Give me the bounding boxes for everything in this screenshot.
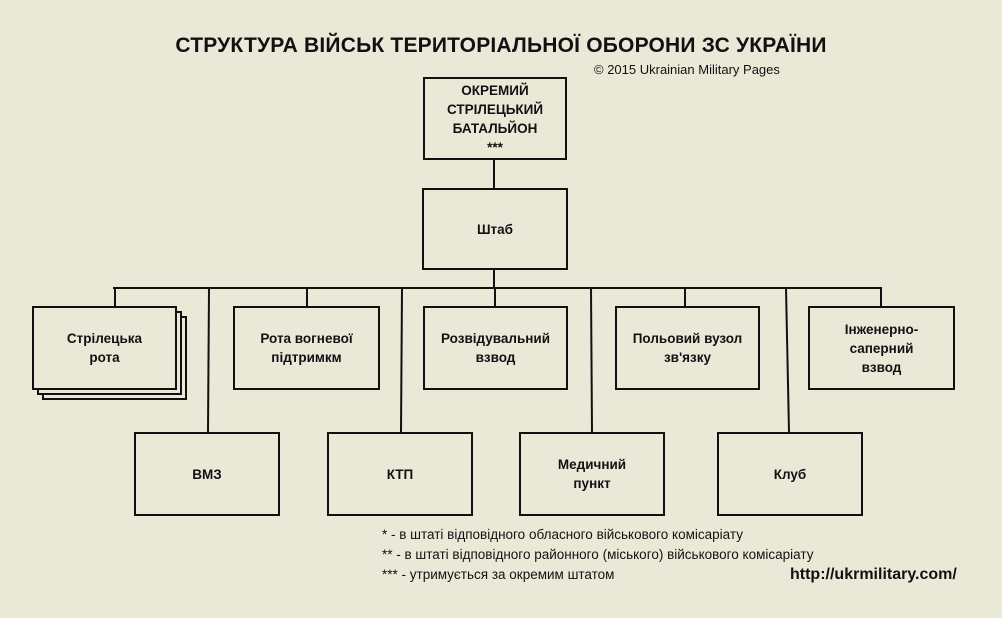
connector-vmz <box>207 287 210 433</box>
rifle-company-box: Стрілецька рота <box>32 306 177 390</box>
footnote-1: * - в штаті відповідного обласного війсь… <box>382 527 743 542</box>
connector-club <box>785 287 790 433</box>
hq-box: Штаб <box>422 188 568 270</box>
signal-node-box: Польовий вузол зв'язку <box>615 306 760 390</box>
recon-platoon-box: Розвідувальний взвод <box>423 306 568 390</box>
medical-point-box: Медичний пункт <box>519 432 665 516</box>
connector-medical <box>590 287 593 433</box>
vmz-box: ВМЗ <box>134 432 280 516</box>
club-box: Клуб <box>717 432 863 516</box>
page-title: СТРУКТУРА ВІЙСЬК ТЕРИТОРІАЛЬНОЇ ОБОРОНИ … <box>175 34 827 57</box>
footnote-3: *** - утримується за окремим штатом <box>382 567 615 582</box>
connector-ktp <box>400 287 403 433</box>
root-battalion-box: ОКРЕМИЙ СТРІЛЕЦЬКИЙ БАТАЛЬЙОН *** <box>423 77 567 160</box>
ktp-box: КТП <box>327 432 473 516</box>
footnote-2: ** - в штаті відповідного районного (міс… <box>382 547 814 562</box>
fire-support-company-box: Рота вогневої підтримкм <box>233 306 380 390</box>
engineer-platoon-box: Інженерно- саперний взвод <box>808 306 955 390</box>
site-url-link[interactable]: http://ukrmilitary.com/ <box>790 566 957 583</box>
copyright-text: © 2015 Ukrainian Military Pages <box>594 62 780 77</box>
